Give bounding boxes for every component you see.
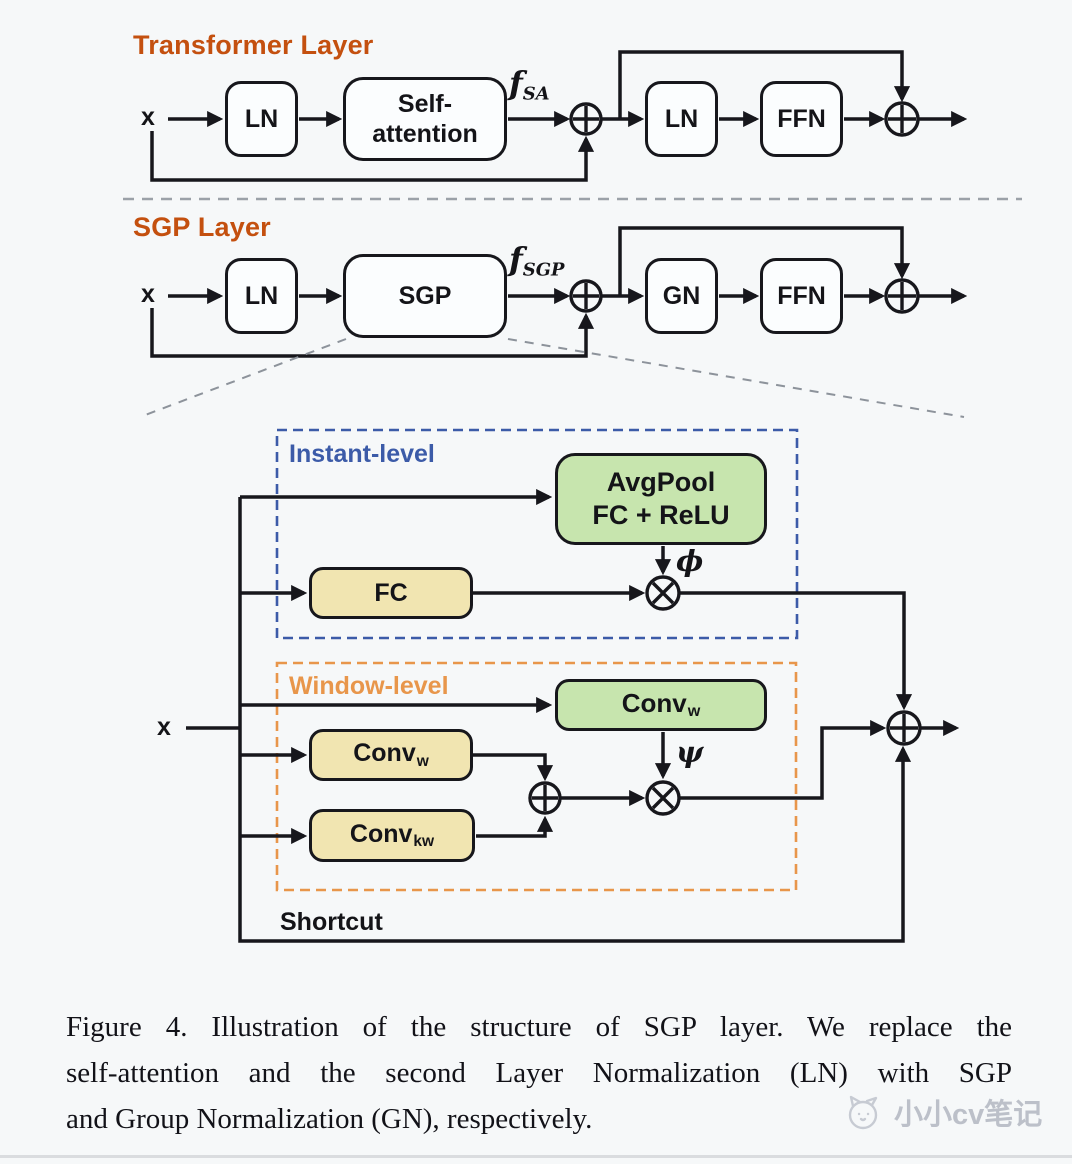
block-conv-kw-tan: Convkw bbox=[309, 809, 475, 862]
conv-w-text: Convw bbox=[353, 738, 429, 771]
bottom-edge-line bbox=[0, 1155, 1072, 1158]
sum-operator bbox=[569, 102, 603, 136]
block-self-attention: Self-attention bbox=[343, 77, 507, 161]
sum-operator bbox=[528, 781, 562, 815]
block-sgp: SGP bbox=[343, 254, 507, 338]
block-ffn-2: FFN bbox=[760, 258, 843, 334]
instant-level-label: Instant-level bbox=[289, 440, 435, 468]
conv-kw-sub: kw bbox=[413, 833, 435, 851]
fsa-subscript: SA bbox=[522, 83, 550, 105]
sum-operator bbox=[569, 279, 603, 313]
block-ln-1: LN bbox=[225, 81, 298, 157]
sgp-layer-title: SGP Layer bbox=[133, 212, 271, 242]
transformer-row-sum-operators bbox=[569, 101, 920, 137]
avgpool-line1: AvgPool bbox=[606, 467, 716, 498]
sum-operator bbox=[886, 710, 922, 746]
phi-label: ϕ bbox=[676, 544, 704, 578]
conv-green-sub: w bbox=[687, 702, 701, 721]
sgp-detail-operators bbox=[528, 575, 922, 816]
caption-line: Figure 4. Illustration of the structure … bbox=[66, 1011, 1012, 1043]
fsgp-signal-label: fSGP bbox=[509, 240, 564, 281]
block-gn: GN bbox=[645, 258, 718, 334]
block-avgpool-fc-relu: AvgPool FC + ReLU bbox=[555, 453, 767, 545]
block-ln-3: LN bbox=[225, 258, 298, 334]
block-ffn-1: FFN bbox=[760, 81, 843, 157]
conv-green-word: Conv bbox=[621, 687, 687, 718]
block-ln-2: LN bbox=[645, 81, 718, 157]
sgp-input-label: x bbox=[141, 280, 155, 308]
sgp-detail-wires bbox=[186, 488, 960, 943]
caption-line: and Group Normalization (GN), respective… bbox=[66, 1103, 593, 1135]
product-operator bbox=[645, 575, 681, 611]
transformer-input-label: x bbox=[141, 103, 155, 131]
fsgp-subscript: SGP bbox=[522, 259, 565, 281]
fsa-signal-label: fSA bbox=[509, 64, 550, 105]
sgp-row-sum-operators bbox=[569, 278, 920, 314]
conv-w-sub: w bbox=[416, 752, 429, 770]
block-conv-w-tan: Convw bbox=[309, 729, 473, 781]
figure-caption: Figure 4. Illustration of the structure … bbox=[66, 1004, 1012, 1142]
shortcut-label: Shortcut bbox=[280, 908, 383, 936]
watermark-text: 小小cv笔记 bbox=[894, 1099, 1043, 1131]
caption-line: self-attention and the second Layer Norm… bbox=[66, 1057, 1012, 1089]
conv-green-text: Convw bbox=[622, 688, 701, 722]
fsgp-symbol: f bbox=[509, 240, 523, 278]
transformer-layer-title: Transformer Layer bbox=[133, 30, 374, 60]
psi-label: ψ bbox=[676, 735, 704, 769]
conv-w-word: Conv bbox=[353, 739, 416, 768]
conv-kw-text: Convkw bbox=[350, 819, 434, 852]
fsa-symbol: f bbox=[509, 64, 523, 102]
cat-logo-icon bbox=[848, 1095, 878, 1130]
sum-operator bbox=[884, 278, 920, 314]
window-level-label: Window-level bbox=[289, 672, 449, 700]
window-level-frame bbox=[275, 661, 798, 892]
conv-kw-word: Conv bbox=[349, 819, 413, 848]
transformer-row-wires bbox=[150, 50, 968, 182]
watermark: 小小cv笔记 bbox=[842, 1090, 1042, 1134]
block-fc: FC bbox=[309, 567, 473, 619]
sum-operator bbox=[884, 101, 920, 137]
block-conv-w-green: Convw bbox=[555, 679, 767, 731]
avgpool-line2: FC + ReLU bbox=[592, 500, 730, 530]
sgp-row-wires bbox=[150, 226, 968, 358]
detail-input-label: x bbox=[157, 713, 171, 741]
instant-level-frame bbox=[275, 428, 799, 640]
zoom-callout-dashed-lines bbox=[139, 338, 965, 418]
product-operator bbox=[645, 780, 681, 816]
